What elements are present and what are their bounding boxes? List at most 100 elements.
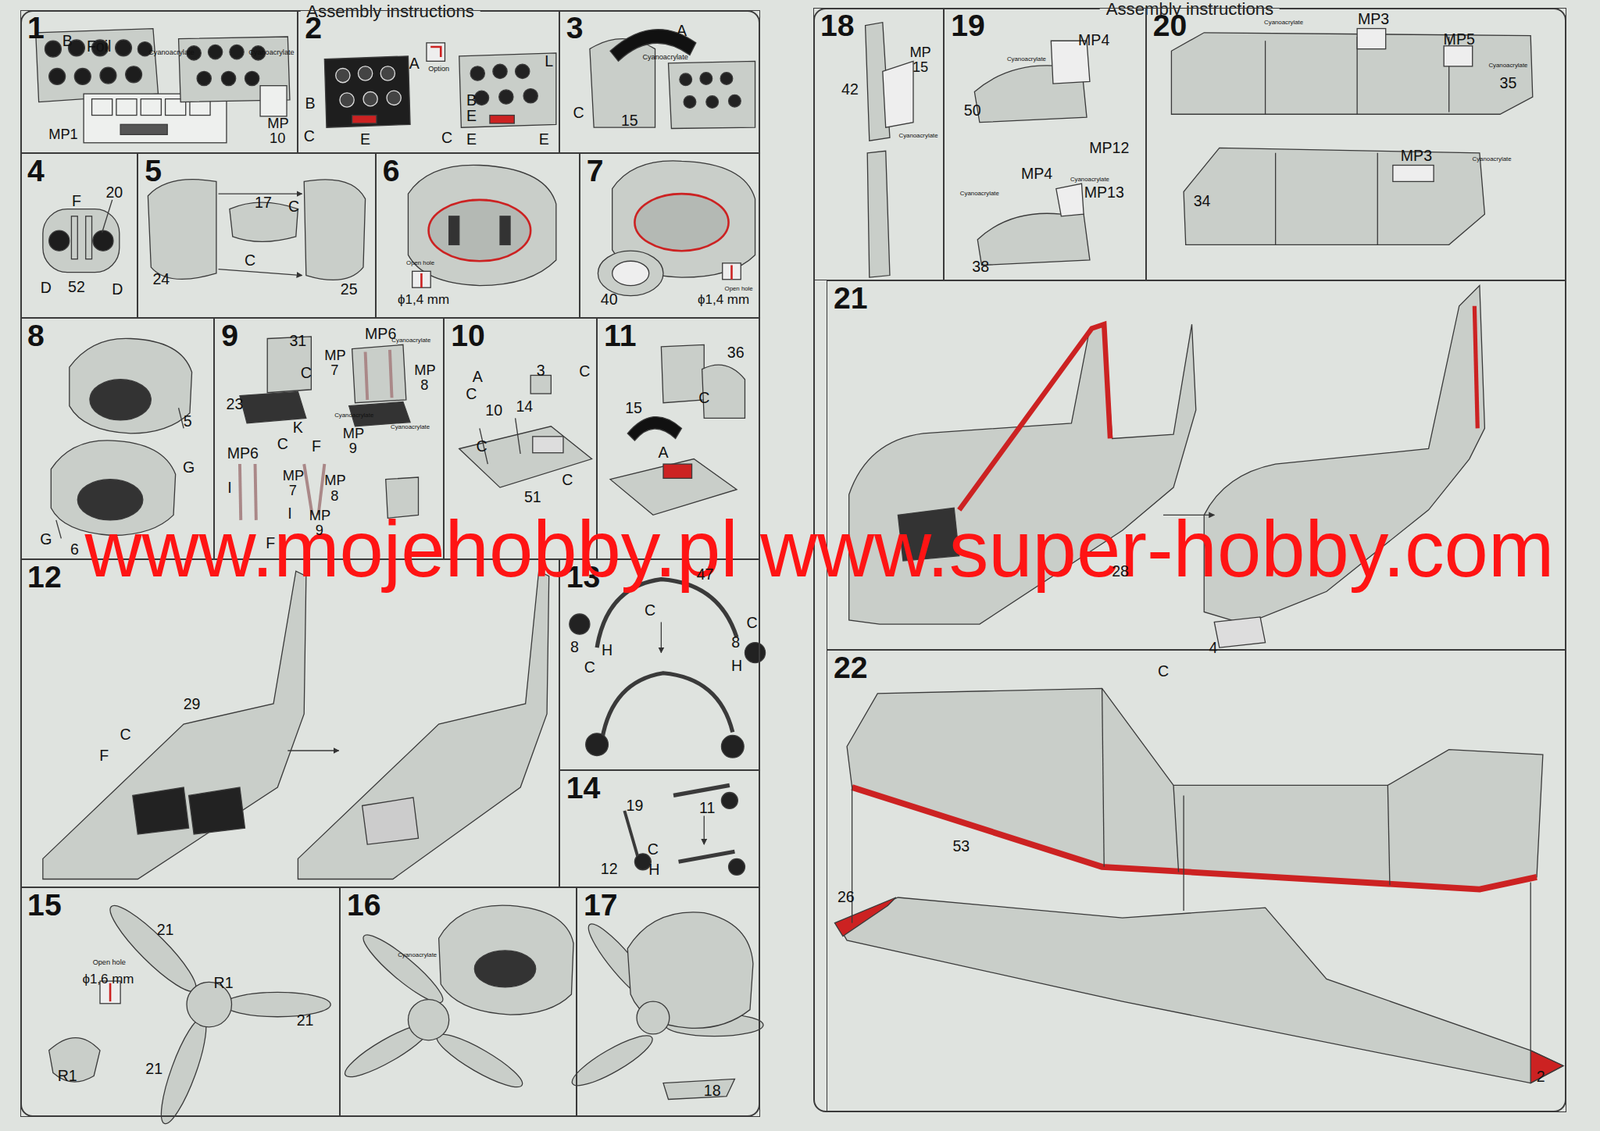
step-panel: 14 xyxy=(559,770,761,888)
step-panel: 12 xyxy=(20,559,560,889)
callout-label: 19 xyxy=(626,796,644,814)
step-number: 6 xyxy=(382,155,400,186)
callout-label: C xyxy=(244,252,256,269)
callout-label: R1 xyxy=(57,1067,78,1084)
callout-label: 18 xyxy=(703,1082,722,1100)
callout-label: 25 xyxy=(340,280,358,297)
callout-label: Cyanoacrylate xyxy=(148,49,194,58)
step-number: 12 xyxy=(27,561,62,593)
step-panel: 5 xyxy=(137,153,375,319)
callout-label: Cyanoacrylate xyxy=(1488,61,1528,68)
callout-label: MP 10 xyxy=(267,115,288,146)
callout-label: H xyxy=(601,642,613,659)
callout-label: 15 xyxy=(625,400,643,417)
callout-label: F xyxy=(99,746,109,764)
callout-label: MP6 xyxy=(227,445,259,462)
callout-label: 23 xyxy=(226,396,244,413)
callout-label: C xyxy=(120,726,132,743)
callout-label: C xyxy=(288,198,300,215)
callout-label: G xyxy=(39,530,52,547)
callout-label: MP 9 xyxy=(342,425,364,456)
step-number: 8 xyxy=(27,320,45,351)
callout-label: 51 xyxy=(524,489,542,506)
callout-label: 8 xyxy=(570,639,579,656)
callout-label: MP 9 xyxy=(309,507,330,538)
callout-label: B xyxy=(305,95,316,112)
callout-label: C xyxy=(1157,663,1169,680)
step-number: 10 xyxy=(450,320,486,351)
callout-label: C xyxy=(475,437,487,454)
step-number: 19 xyxy=(950,10,986,41)
step-number: 2 xyxy=(304,12,322,43)
callout-label: Cyanoacrylate xyxy=(898,132,938,140)
step-panel: 16 xyxy=(339,887,577,1118)
callout-label: Cyanoacrylate xyxy=(1070,176,1110,183)
callout-label: C xyxy=(441,129,453,147)
step-number: 4 xyxy=(27,155,45,186)
step-panel: 17 xyxy=(576,887,761,1118)
callout-label: MP 7 xyxy=(324,346,345,377)
step-number: 1 xyxy=(27,12,45,43)
step-number: 18 xyxy=(820,10,855,41)
callout-label: F xyxy=(71,192,82,210)
callout-label: MP4 xyxy=(1078,32,1110,49)
callout-label: 42 xyxy=(841,80,859,97)
callout-label: 36 xyxy=(727,343,745,361)
callout-label: Cyanoacrylate xyxy=(390,424,430,431)
callout-label: C xyxy=(584,659,596,676)
callout-label: C xyxy=(698,389,710,407)
callout-label: I xyxy=(287,505,292,522)
callout-label: MP3 xyxy=(1357,10,1390,27)
step-number: 3 xyxy=(566,12,584,43)
page-title: Assembly instructions xyxy=(300,1,481,22)
callout-label: ϕ1,4 mm xyxy=(697,292,750,308)
callout-label: C xyxy=(561,471,573,489)
step-panel: 3 xyxy=(559,10,761,154)
watermark: www.mojehobby.pl www.super-hobby.com xyxy=(84,507,1554,591)
callout-label: C xyxy=(300,364,312,381)
callout-label: 21 xyxy=(296,1012,315,1029)
step-panel: 20 xyxy=(1146,7,1567,281)
step-number: 7 xyxy=(586,155,604,186)
callout-label: E xyxy=(539,130,550,147)
callout-label: I xyxy=(227,479,232,497)
callout-label: 11 xyxy=(699,800,715,817)
callout-label: A xyxy=(472,368,483,386)
callout-label: MP13 xyxy=(1084,183,1125,200)
callout-label: 47 xyxy=(696,566,715,583)
callout-label: MP12 xyxy=(1089,139,1129,157)
callout-label: H xyxy=(731,657,743,674)
callout-label: C xyxy=(465,385,477,403)
callout-label: 53 xyxy=(952,837,970,854)
callout-label: Cyanoacrylate xyxy=(391,337,431,344)
callout-label: MP3 xyxy=(1400,146,1433,164)
callout-label: MP5 xyxy=(1443,30,1475,47)
callout-label: 38 xyxy=(971,258,990,275)
callout-label: B xyxy=(62,32,73,50)
callout-label: C xyxy=(578,363,590,380)
callout-label: F xyxy=(265,535,275,552)
callout-label: A xyxy=(657,443,668,461)
callout-label: 10 xyxy=(485,402,503,419)
callout-label: A xyxy=(676,22,687,40)
step-panel: 2 xyxy=(297,10,559,154)
callout-label: Cyanoacrylate xyxy=(1264,19,1304,26)
callout-label: 24 xyxy=(152,270,170,287)
callout-label: Cyanoacrylate xyxy=(397,951,437,958)
callout-label: C xyxy=(303,127,315,144)
callout-label: C xyxy=(277,435,289,453)
callout-label: 21 xyxy=(157,921,175,939)
callout-label: 4 xyxy=(1209,639,1218,657)
step-number: 15 xyxy=(27,889,62,921)
callout-label: 26 xyxy=(837,889,855,906)
callout-label: Open hole xyxy=(725,285,754,293)
callout-label: 20 xyxy=(105,183,123,200)
step-panel: 21 xyxy=(826,280,1567,650)
step-number: 21 xyxy=(833,282,868,314)
callout-label: ϕ1,4 mm xyxy=(397,292,450,308)
callout-label: 31 xyxy=(289,332,307,350)
callout-label: E xyxy=(360,130,371,147)
step-number: 16 xyxy=(346,889,382,921)
step-number: 9 xyxy=(221,320,239,351)
